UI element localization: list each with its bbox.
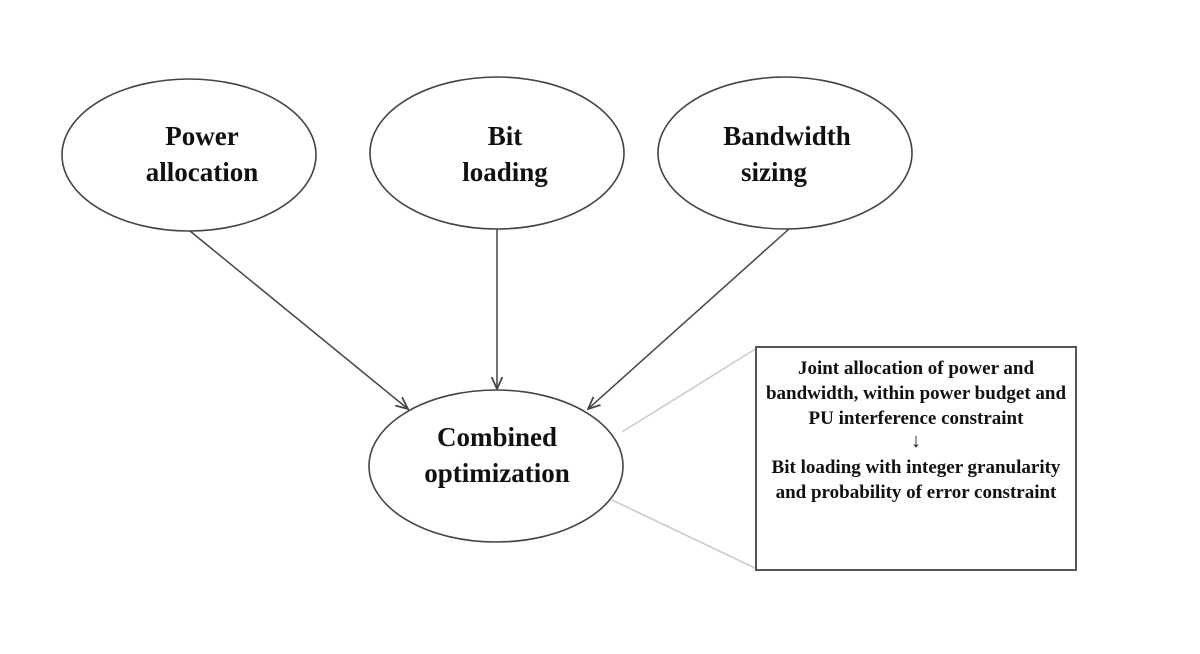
down-arrow-icon: ↓ (911, 430, 921, 452)
note-step-bit-loading: Bit loading with integer granularity and… (771, 457, 1061, 503)
node-bit-loading-shape (369, 76, 625, 230)
arrow-bandwidth-to-combined (588, 228, 790, 409)
node-combined-optimization-label-line2: optimization (424, 458, 570, 488)
node-bit-loading-label-line2: loading (462, 157, 548, 187)
node-power-allocation-label-line2: allocation (146, 157, 259, 187)
arrow-power-to-combined (189, 230, 408, 409)
callout-line-bottom (611, 499, 758, 570)
node-bandwidth-sizing-label-line2: sizing (741, 157, 808, 187)
node-bandwidth-sizing-shape (657, 76, 913, 230)
node-combined-optimization: Combined optimization (368, 389, 624, 543)
note-step-joint-allocation: Joint allocation of power and bandwidth,… (765, 358, 1067, 429)
node-bit-loading-label-line1: Bit (488, 121, 523, 151)
node-combined-optimization-label-line1: Combined (437, 422, 557, 452)
node-power-allocation-shape (61, 78, 317, 232)
optimization-steps-note: Joint allocation of power and bandwidth,… (755, 346, 1077, 571)
callout-line-top (621, 347, 758, 433)
node-bit-loading: Bit loading (369, 76, 625, 230)
node-bandwidth-sizing-label-line1: Bandwidth (723, 121, 851, 151)
node-power-allocation-label-line1: Power (165, 121, 238, 151)
node-bandwidth-sizing: Bandwidth sizing (657, 76, 913, 230)
node-power-allocation: Power allocation (61, 78, 317, 232)
